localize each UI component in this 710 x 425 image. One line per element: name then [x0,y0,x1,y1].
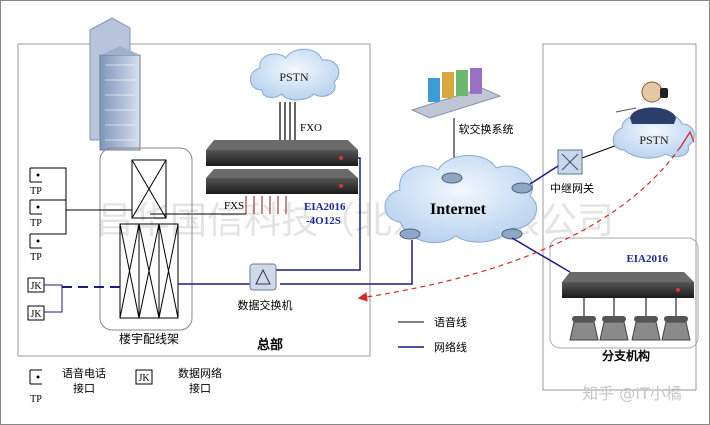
jk-port-1-label: JK [30,281,42,292]
hq-eia-device-lower [206,169,358,194]
internet-cloud: Internet [384,155,537,244]
legend-network-line: 网络线 [434,340,467,354]
legend-jk-desc-1: 数据网络 [178,366,222,380]
fxs-lines [245,196,287,214]
headquarters-label: 总部 [257,337,283,353]
tp-port-1-label: TP [30,186,42,197]
branch-inner-box [549,237,699,349]
branch-phone-icon-2 [599,316,629,341]
router-icon-left [399,228,421,240]
branch-eia-device [562,272,694,298]
branch-outer-box [542,43,697,391]
branch-label: 分支机构 [602,348,650,363]
tp-port-1: TP [29,167,42,197]
legend-jk-desc-2: 接口 [189,382,211,395]
legend-tp-desc-2: 接口 [73,382,95,395]
watermark-zhihu: 知乎 @IT小橘 [582,384,682,403]
softswitch-label: 软交换系统 [459,122,514,136]
legend-jk-symbol: JK [138,373,150,384]
eia-hq-label-2: -4O12S [306,215,341,227]
legend-tp-desc-1: 语音电话 [62,366,106,380]
router-icon-right [511,182,533,194]
tp-port-3: TP [29,233,42,263]
router-icon-top [441,172,463,184]
pstn-top-label: PSTN [279,70,309,84]
internet-label: Internet [430,201,487,218]
call-route-arrowhead [679,130,695,149]
legend-voice-line: 语音线 [434,315,467,329]
building-frame-label: 楼宇配线架 [119,331,179,346]
hq-eia-device-upper [206,140,358,166]
building-frame [99,147,193,331]
tp-port-2-label: TP [30,218,42,229]
pstn-right-label: PSTN [639,133,669,147]
trunk-gateway-icon [557,149,583,175]
branch-phone-icon-1 [569,316,599,341]
headquarters-box [17,43,371,357]
pstn-right-cloud: PSTN [612,113,695,159]
jk-wiring [44,284,120,313]
data-switch-label: 数据交换机 [238,298,293,312]
legend-tp-symbol: TP [30,394,42,405]
symbol-legend: TP 语音电话 接口 JK 数据网络 接口 [29,366,222,405]
tp-port-3-label: TP [30,252,42,263]
branch-phone-icon-4 [661,316,691,341]
call-route-arrow [357,131,691,302]
tp-wiring [42,167,132,235]
fxs-label: FXS [224,200,244,212]
trunk-gateway-label: 中继网关 [550,181,594,195]
softswitch-server-icon [410,68,502,119]
building-icon [89,17,141,151]
jk-port-2-label: JK [30,309,42,320]
hq-network-lines [178,157,413,285]
jk-port-1: JK [27,277,45,293]
fxo-lines [279,102,296,147]
jk-port-2: JK [27,305,45,321]
fxo-label: FXO [300,122,322,134]
eia-branch-label: EIA2016 [626,253,668,265]
person-phone-icon [615,81,676,124]
line-legend: 语音线 网络线 [398,315,467,354]
pstn-top-cloud: PSTN [250,48,340,101]
tp-port-2: TP [29,199,42,229]
branch-phone-lines [583,298,677,318]
branch-network-line [511,237,571,273]
router-icon-bottom [501,228,523,240]
eia-hq-label-1: EIA2016 [304,201,346,213]
gateway-lines [529,143,621,185]
branch-phone-icon-3 [631,316,661,341]
data-switch-icon [249,263,277,291]
